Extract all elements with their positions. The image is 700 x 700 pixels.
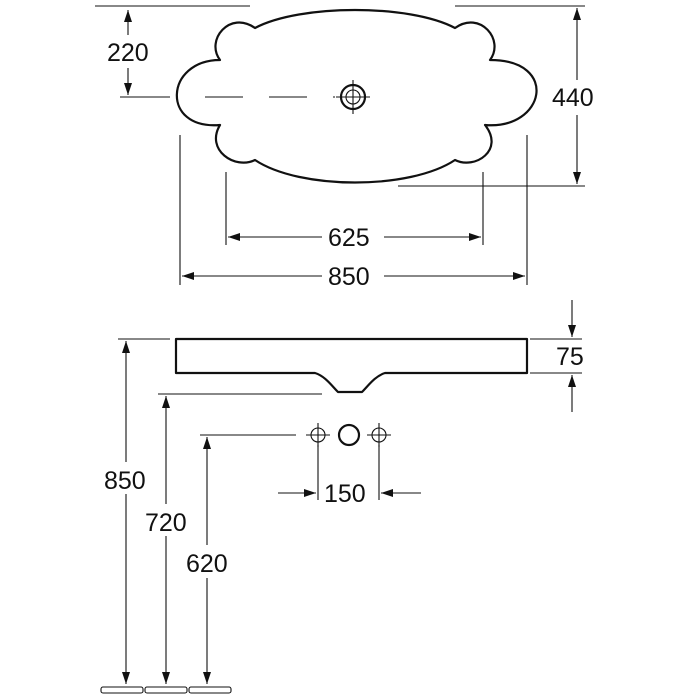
dimension-720-height-label: 720 <box>145 509 187 537</box>
tap-right-icon <box>367 423 391 447</box>
floor-line <box>100 686 232 694</box>
dimension-850-width-label: 850 <box>328 263 370 291</box>
dimension-75: 75 <box>530 300 584 412</box>
dimension-625: 625 <box>225 172 484 252</box>
dimension-150: 150 <box>278 445 421 508</box>
top-view: 220 440 625 850 <box>95 5 594 291</box>
dimension-850-width: 850 <box>179 135 528 291</box>
dimension-850-height: 850 <box>104 338 170 684</box>
dimension-75-label: 75 <box>556 343 584 371</box>
dimension-440-label: 440 <box>552 84 594 112</box>
basin-profile <box>174 337 529 394</box>
basin-outline-top <box>175 8 538 184</box>
dimension-620-height: 620 <box>186 434 296 684</box>
drain-icon <box>336 80 370 114</box>
dimension-220-label: 220 <box>107 39 149 67</box>
outlet-center-icon <box>337 423 361 447</box>
dimension-440: 440 <box>398 5 594 187</box>
dimension-625-label: 625 <box>328 224 370 252</box>
tap-holes <box>306 423 391 447</box>
dimension-850-height-label: 850 <box>104 467 146 495</box>
dimension-620-height-label: 620 <box>186 550 228 578</box>
side-view: 75 150 <box>100 300 584 694</box>
dimension-150-label: 150 <box>324 480 366 508</box>
tap-left-icon <box>306 423 330 447</box>
dimension-220: 220 <box>95 5 250 98</box>
dimension-720-height: 720 <box>145 393 322 684</box>
